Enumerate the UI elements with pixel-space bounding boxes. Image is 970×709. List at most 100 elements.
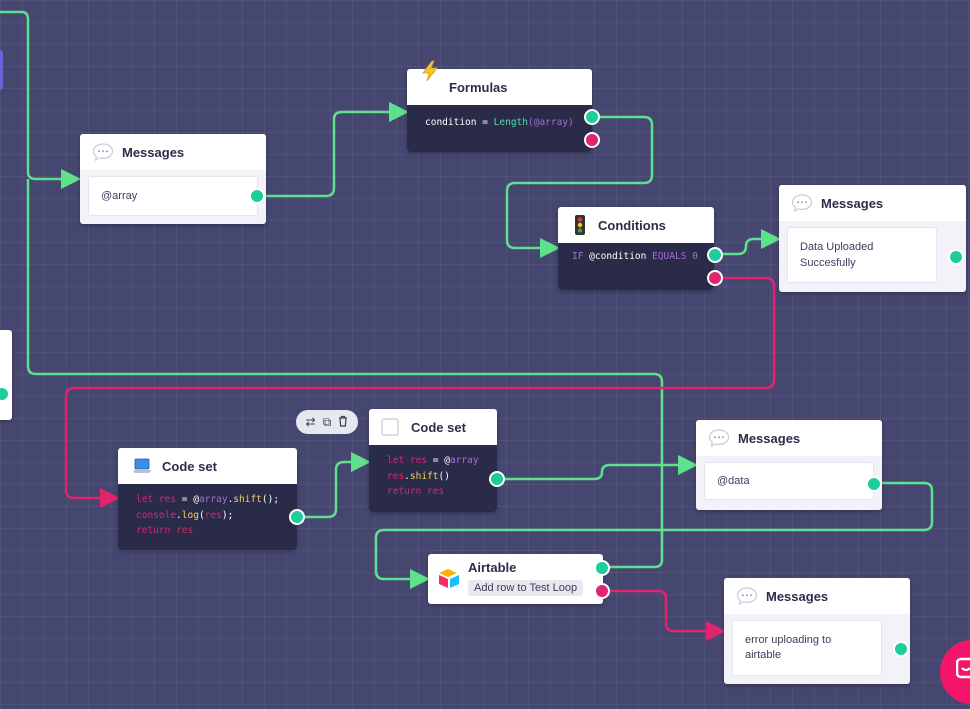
wire-messages-to-formulas	[262, 102, 409, 198]
trash-icon[interactable]	[338, 415, 348, 430]
node-title: Messages	[738, 430, 801, 446]
code-token: .	[176, 509, 182, 521]
node-header: Messages	[696, 420, 882, 456]
node-toolbar: ⇄ ⧉	[296, 410, 358, 434]
output-port[interactable]	[249, 188, 265, 204]
wire-loop-to-messages	[26, 179, 664, 569]
code-arg: @array	[533, 117, 569, 128]
partial-node-top-left[interactable]	[0, 50, 3, 90]
copy-icon[interactable]: ⧉	[322, 414, 332, 429]
node-header: Formulas	[407, 69, 592, 105]
code-token: res	[421, 486, 445, 497]
node-title: Messages	[766, 588, 829, 604]
code-token: = @	[176, 494, 199, 505]
airtable-node[interactable]: Airtable Add row to Test Loop	[428, 554, 610, 604]
messages-node-array[interactable]: Messages @array	[80, 134, 266, 224]
wire-codeset1-to-codeset2	[302, 452, 371, 519]
code-token: shift	[409, 470, 439, 482]
wire-codeset2-to-messages	[502, 455, 698, 481]
code-token: let	[136, 494, 154, 505]
node-header: Code set	[118, 448, 297, 484]
code-open: (	[527, 117, 534, 128]
code-keyword-equals: EQUALS	[652, 251, 687, 262]
output-port[interactable]	[489, 471, 505, 487]
messages-node-error[interactable]: Messages error uploading to airtable	[724, 578, 910, 684]
output-port-success[interactable]	[584, 109, 600, 125]
output-port[interactable]	[948, 249, 964, 265]
node-title: Messages	[122, 144, 185, 160]
traffic-light-icon	[574, 214, 586, 236]
formulas-node[interactable]: Formulas condition = Length(@array)	[407, 60, 600, 152]
message-text[interactable]: @data	[704, 462, 874, 500]
wire-messages-to-airtable	[374, 481, 934, 589]
chat-bubble-icon	[92, 143, 114, 161]
code-token: log	[181, 509, 199, 521]
chat-bubble-icon	[791, 194, 813, 212]
code-token: shift	[233, 494, 262, 505]
laptop-icon	[132, 458, 152, 474]
blank-square-icon	[381, 418, 399, 436]
code-token: res	[387, 470, 405, 482]
code-var: @condition	[583, 251, 653, 262]
code-set-node-1[interactable]: Code set let res = @array.shift(); conso…	[118, 448, 305, 550]
code-editor[interactable]: let res = @array.shift(); console.log(re…	[118, 484, 297, 550]
node-title: Messages	[821, 195, 884, 211]
code-token: return	[136, 525, 171, 536]
message-text[interactable]: error uploading to airtable	[732, 620, 882, 676]
node-header: Messages	[80, 134, 266, 170]
messages-node-success[interactable]: Messages Data Uploaded Succesfully	[779, 185, 966, 292]
code-token: (	[198, 509, 205, 521]
code-token: return	[387, 486, 422, 497]
message-text[interactable]: Data Uploaded Succesfully	[787, 227, 937, 283]
node-title: Conditions	[598, 217, 666, 233]
message-text[interactable]: @array	[88, 176, 258, 216]
code-editor[interactable]: let res = @array res.shift() return res	[369, 445, 497, 512]
partial-node-output-port[interactable]	[0, 386, 10, 402]
output-port[interactable]	[289, 509, 305, 525]
code-token: let	[387, 455, 405, 466]
code-fn: Length	[493, 117, 528, 128]
output-port-error[interactable]	[594, 583, 610, 599]
wire-left-to-messages	[0, 10, 81, 189]
code-token: res	[204, 509, 222, 521]
code-keyword-if: IF	[572, 251, 584, 262]
conditions-node[interactable]: Conditions IF @condition EQUALS 0	[558, 207, 723, 290]
output-port[interactable]	[893, 641, 909, 657]
code-token: .	[227, 494, 234, 505]
code-token: ();	[261, 494, 280, 505]
node-title: Airtable	[468, 560, 517, 575]
node-header: Conditions	[558, 207, 714, 243]
code-set-node-2[interactable]: Code set let res = @array res.shift() re…	[369, 409, 505, 512]
output-port-error[interactable]	[584, 132, 600, 148]
code-token: res	[153, 494, 177, 505]
node-header: Messages	[779, 185, 966, 221]
code-token: ()	[438, 470, 450, 482]
node-title: Code set	[411, 419, 466, 435]
swap-icon[interactable]: ⇄	[305, 415, 316, 429]
output-port-false[interactable]	[707, 270, 723, 286]
output-port-success[interactable]	[594, 560, 610, 576]
chat-bubble-icon	[736, 587, 758, 605]
code-token: array	[198, 494, 228, 505]
code-close: )	[568, 117, 574, 128]
code-op: =	[476, 117, 494, 128]
code-token: = @	[427, 455, 450, 466]
wire-conditions-to-success	[719, 229, 781, 256]
output-port-true[interactable]	[707, 247, 723, 263]
partial-node-left[interactable]	[0, 330, 12, 420]
chat-widget-icon	[955, 657, 970, 686]
code-token: .	[404, 470, 410, 482]
lightning-icon	[421, 60, 439, 87]
code-token: res	[404, 455, 428, 466]
code-token: array	[449, 455, 479, 466]
output-port[interactable]	[866, 476, 882, 492]
formula-code[interactable]: condition = Length(@array)	[407, 105, 592, 152]
code-token: res	[170, 525, 194, 536]
condition-code[interactable]: IF @condition EQUALS 0	[558, 243, 714, 290]
wire-conditions-fail	[64, 276, 776, 508]
node-header: Messages	[724, 578, 910, 614]
messages-node-data[interactable]: Messages @data	[696, 420, 882, 510]
node-header: Code set	[369, 409, 497, 445]
node-title: Formulas	[449, 79, 508, 95]
code-token: console	[136, 509, 177, 521]
